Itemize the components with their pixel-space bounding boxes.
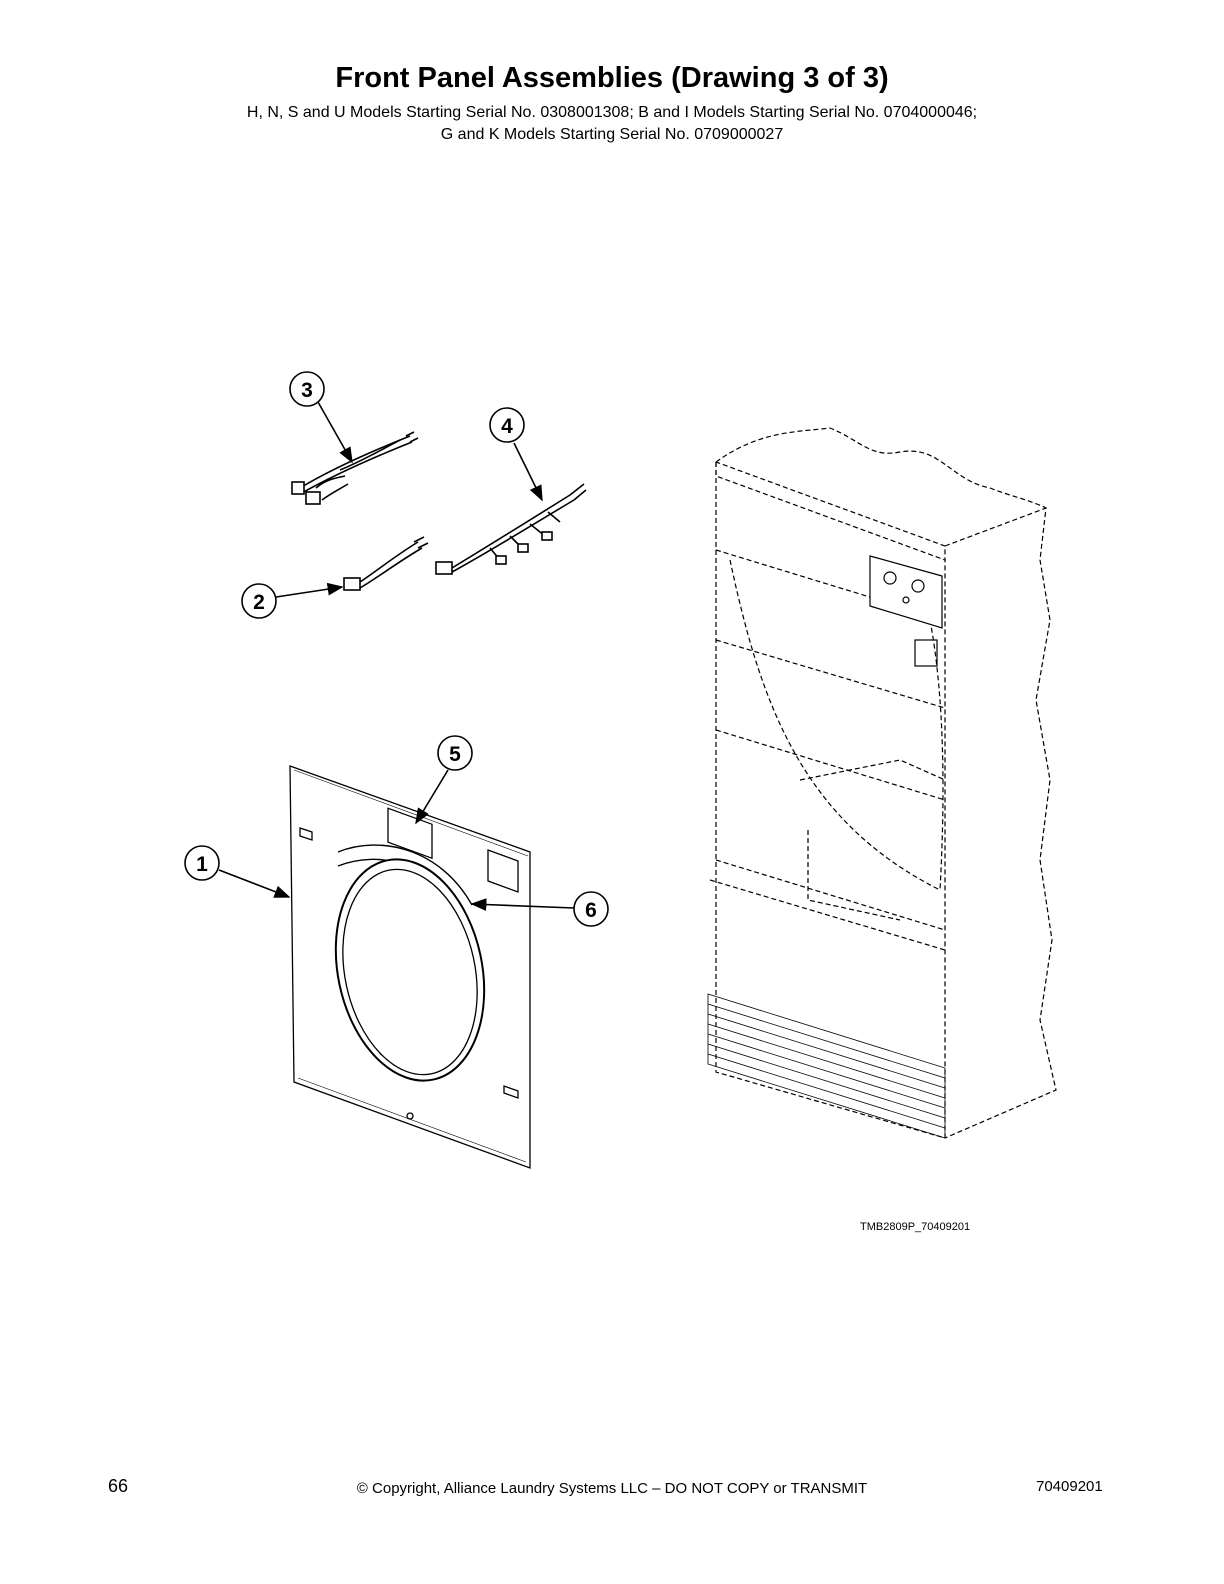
callout-6: 6 <box>470 891 609 927</box>
callout-label-4: 4 <box>501 415 513 438</box>
callout-3: 3 <box>289 371 353 464</box>
wire-harness-part-4 <box>435 483 587 575</box>
cabinet-kick-panel <box>707 993 946 1139</box>
callout-label-6: 6 <box>585 899 597 922</box>
callout-label-3: 3 <box>301 379 313 402</box>
callout-label-1: 1 <box>196 853 208 876</box>
front-panel-part-1 <box>289 765 531 1169</box>
document-number: 70409201 <box>1036 1478 1103 1495</box>
dryer-cabinet <box>709 427 1057 1139</box>
page-title: Front Panel Assemblies (Drawing 3 of 3) <box>335 62 889 94</box>
callout-label-5: 5 <box>449 743 461 766</box>
callout-5: 5 <box>415 735 473 825</box>
callout-label-2: 2 <box>253 591 265 614</box>
callout-1: 1 <box>184 845 291 898</box>
copyright-notice: © Copyright, Alliance Laundry Systems LL… <box>356 1480 868 1497</box>
page-number: 66 <box>108 1476 129 1496</box>
page-subtitle-line-1: H, N, S and U Models Starting Serial No.… <box>246 104 978 121</box>
drawing-id-label: TMB2809P_70409201 <box>860 1221 971 1233</box>
wire-harness-part-2 <box>343 536 429 591</box>
callout-2: 2 <box>241 582 344 619</box>
callout-4: 4 <box>489 407 543 502</box>
cabinet-control-bracket <box>869 555 943 667</box>
page-subtitle-line-2: G and K Models Starting Serial No. 07090… <box>440 126 784 143</box>
wire-harness-part-3 <box>291 431 419 505</box>
